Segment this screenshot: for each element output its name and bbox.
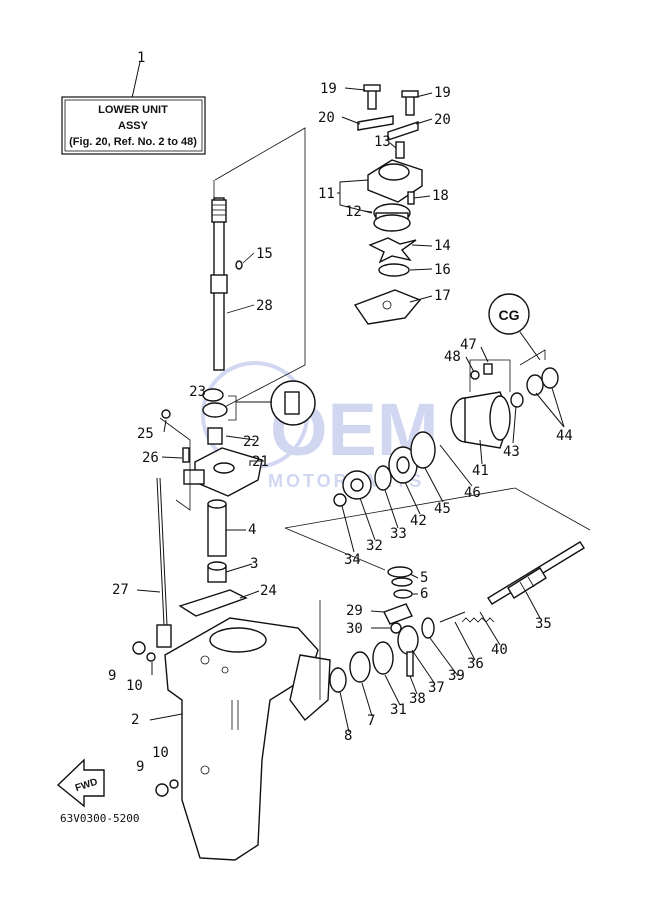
label-9b: 9 [136, 759, 144, 775]
label-43: 43 [503, 444, 520, 460]
label-31: 31 [390, 702, 407, 718]
label-26: 26 [142, 450, 159, 466]
title-line-3: (Fig. 20, Ref. No. 2 to 48) [69, 136, 197, 148]
propeller-shaft-housing [450, 349, 559, 449]
label-20a: 20 [318, 110, 335, 126]
label-46: 46 [464, 485, 481, 501]
part-labels: 1 19 19 20 20 13 11 12 18 14 16 17 15 28… [108, 50, 573, 775]
label-23: 23 [189, 384, 206, 400]
water-pump [353, 84, 423, 325]
label-45: 45 [434, 501, 451, 517]
label-42: 42 [410, 513, 427, 529]
label-11: 11 [318, 186, 335, 202]
label-36: 36 [467, 656, 484, 672]
forward-gear-set [333, 431, 436, 507]
propeller-shaft [487, 541, 585, 605]
label-3: 3 [250, 556, 258, 572]
label-16: 16 [434, 262, 451, 278]
label-9a: 9 [108, 668, 116, 684]
title-line-1: LOWER UNIT [98, 104, 168, 116]
driveshaft-bearings [202, 380, 316, 445]
label-2: 2 [131, 712, 139, 728]
label-12: 12 [345, 204, 362, 220]
water-tube-and-gasket [178, 499, 248, 617]
label-39: 39 [448, 668, 465, 684]
forward-arrow: FWD [56, 758, 105, 808]
reverse-gear-set [329, 566, 495, 693]
label-27: 27 [112, 582, 129, 598]
label-44: 44 [556, 428, 573, 444]
label-6: 6 [420, 586, 428, 602]
label-24: 24 [260, 583, 277, 599]
label-30: 30 [346, 621, 363, 637]
label-38: 38 [409, 691, 426, 707]
leader-lines [136, 87, 565, 733]
label-20b: 20 [434, 112, 451, 128]
drawing-code: 63V0300-5200 [60, 812, 139, 825]
drain-screws [132, 641, 179, 797]
label-10a: 10 [126, 678, 143, 694]
label-13: 13 [374, 134, 391, 150]
label-34: 34 [344, 552, 361, 568]
label-19a: 19 [320, 81, 337, 97]
label-25: 25 [137, 426, 154, 442]
title-line-2: ASSY [118, 120, 149, 132]
prop-shaft-group-outline [284, 487, 591, 700]
driveshaft-group-outline [213, 127, 306, 413]
label-18: 18 [432, 188, 449, 204]
bearing-housing [159, 409, 263, 511]
title-box: LOWER UNIT ASSY (Fig. 20, Ref. No. 2 to … [61, 61, 206, 155]
label-35: 35 [535, 616, 552, 632]
label-41: 41 [472, 463, 489, 479]
label-47: 47 [460, 337, 477, 353]
label-4: 4 [248, 522, 256, 538]
label-32: 32 [366, 538, 383, 554]
driveshaft [210, 197, 255, 371]
lower-case [164, 617, 331, 861]
label-10b: 10 [152, 745, 169, 761]
label-7: 7 [367, 713, 375, 729]
label-19b: 19 [434, 85, 451, 101]
label-8: 8 [344, 728, 352, 744]
label-5: 5 [420, 570, 428, 586]
grease-badge: CG [488, 293, 541, 361]
label-33: 33 [390, 526, 407, 542]
grease-badge-text: CG [499, 307, 520, 323]
label-29: 29 [346, 603, 363, 619]
label-15: 15 [256, 246, 273, 262]
label-1: 1 [137, 50, 145, 66]
label-17: 17 [434, 288, 451, 304]
label-22: 22 [243, 434, 260, 450]
label-21: 21 [252, 454, 269, 470]
shift-rod [156, 477, 172, 648]
label-37: 37 [428, 680, 445, 696]
label-48: 48 [444, 349, 461, 365]
label-28: 28 [256, 298, 273, 314]
label-14: 14 [434, 238, 451, 254]
label-40: 40 [491, 642, 508, 658]
